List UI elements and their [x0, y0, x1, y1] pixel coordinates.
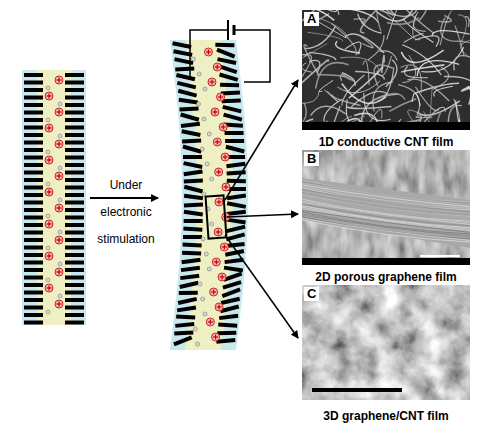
panel-letter: A: [304, 12, 319, 26]
panel-caption: 1D conductive CNT film: [292, 135, 480, 149]
actuator-bent: [170, 40, 248, 350]
sem-image: [302, 285, 470, 400]
zoom-box: [206, 195, 227, 238]
sem-panel: C3D graphene/CNT film: [302, 285, 470, 400]
actuator-straight: [22, 70, 86, 325]
panel-letter: B: [304, 152, 319, 166]
panel-caption: 2D porous graphene film: [292, 270, 480, 284]
leader-arrow: [225, 80, 298, 338]
sem-image: [302, 10, 470, 130]
panel-caption: 3D graphene/CNT film: [292, 409, 480, 423]
sem-panel: A1D conductive CNT film: [302, 10, 470, 130]
stimulation-arrow: [90, 197, 158, 199]
sem-panel: B2D porous graphene film: [302, 150, 470, 265]
sem-image: [302, 150, 470, 265]
circuit-wire: [190, 20, 270, 82]
panel-letter: C: [304, 287, 319, 301]
arrow-label: Under electronic stimulation: [86, 172, 166, 253]
